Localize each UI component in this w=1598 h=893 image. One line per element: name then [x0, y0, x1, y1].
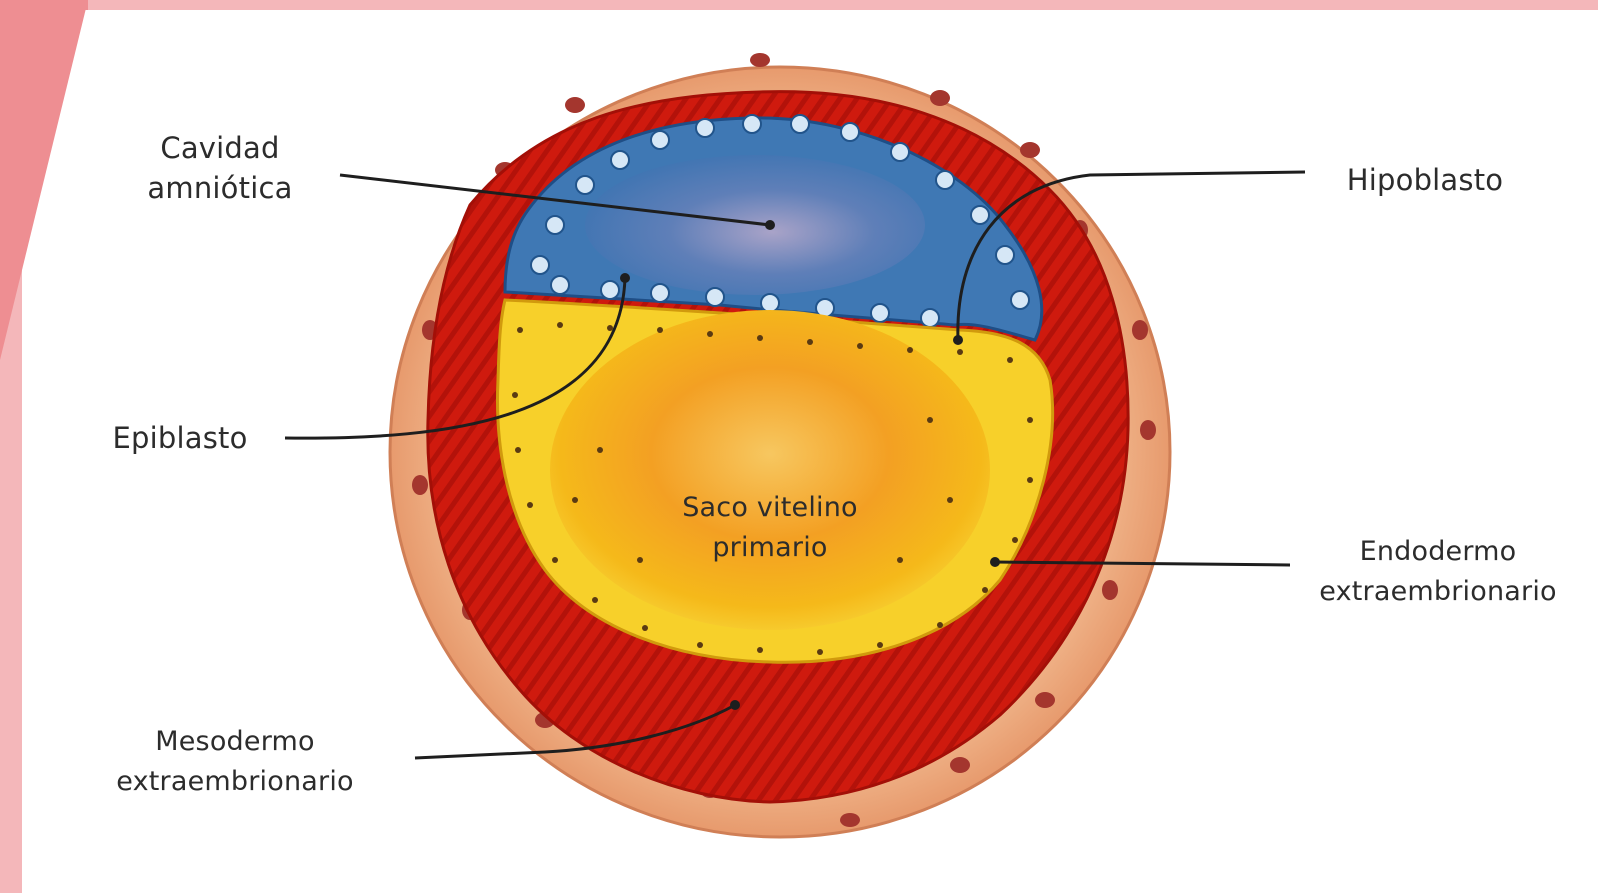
- label-saco-vitelino: Saco vitelino primario: [640, 488, 900, 568]
- label-mesodermo-extraembrionario: Mesodermo extraembrionario: [85, 722, 385, 802]
- label-cavidad-line1: Cavidad: [120, 128, 320, 168]
- label-hipoblasto: Hipoblasto: [1325, 160, 1525, 200]
- label-epiblasto: Epiblasto: [90, 418, 270, 458]
- label-endodermo-line2: extraembrionario: [1288, 572, 1588, 612]
- label-endodermo-extraembrionario: Endodermo extraembrionario: [1288, 532, 1588, 612]
- label-cavidad-amniotica: Cavidad amniótica: [120, 128, 320, 208]
- label-saco-line2: primario: [640, 528, 900, 568]
- label-mesodermo-line2: extraembrionario: [85, 762, 385, 802]
- amniotic-cavity-lumen: [585, 155, 925, 295]
- label-endodermo-line1: Endodermo: [1288, 532, 1588, 572]
- label-saco-line1: Saco vitelino: [640, 488, 900, 528]
- label-cavidad-line2: amniótica: [120, 168, 320, 208]
- label-mesodermo-line1: Mesodermo: [85, 722, 385, 762]
- primary-yolk-sac-lumen: [550, 310, 990, 630]
